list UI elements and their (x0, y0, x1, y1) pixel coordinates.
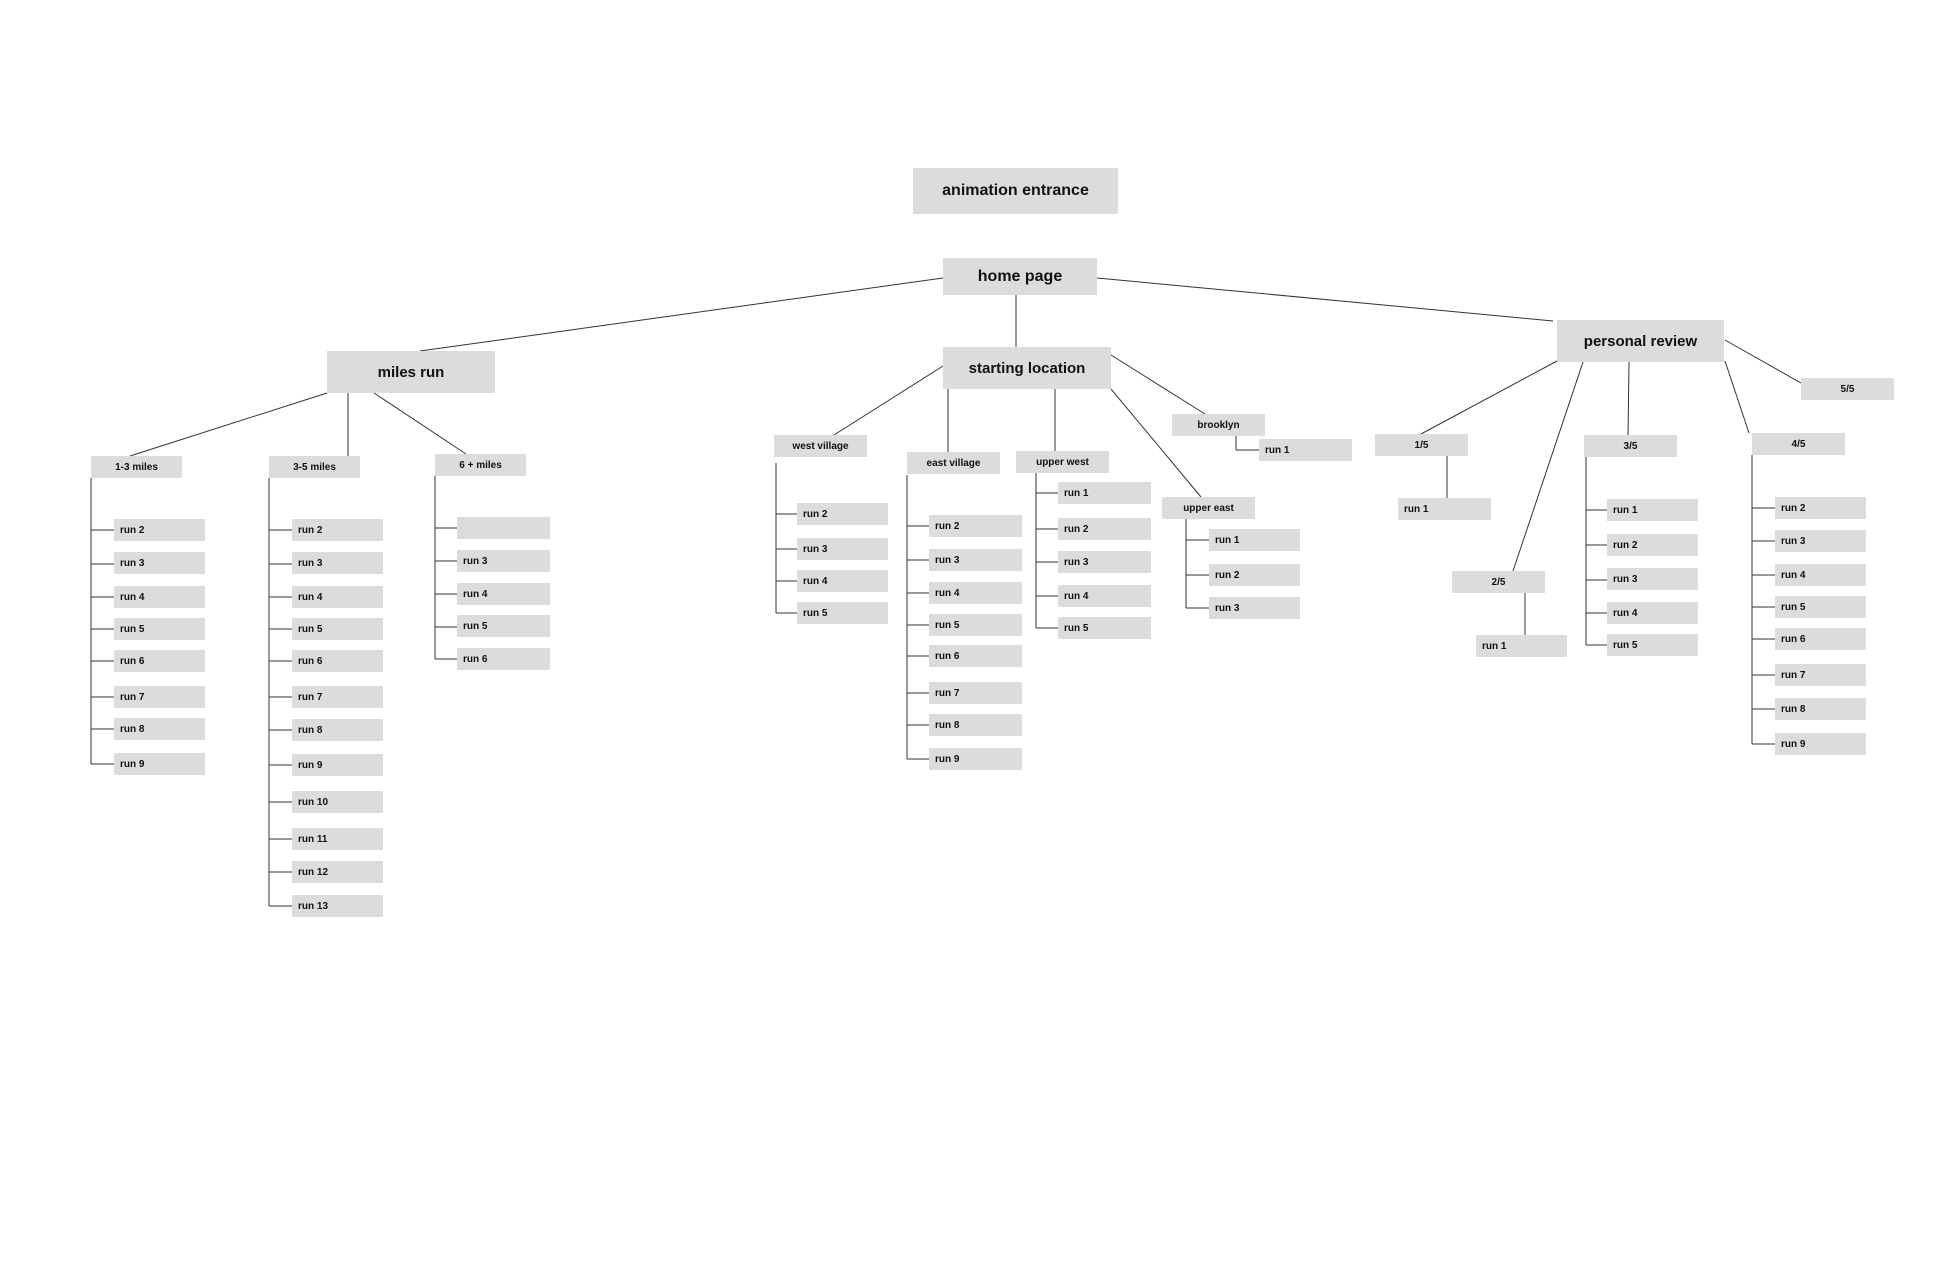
node-personal-review: personal review (1557, 320, 1724, 362)
node-starting-location: starting location (943, 347, 1111, 389)
run-box: run 8 (292, 719, 383, 741)
run-box: run 4 (457, 583, 550, 605)
run-box: run 3 (1607, 568, 1698, 590)
run-box: run 12 (292, 861, 383, 883)
run-box: run 7 (929, 682, 1022, 704)
category-west-village: west village (774, 435, 867, 457)
run-box: run 9 (1775, 733, 1866, 755)
run-box: run 2 (1607, 534, 1698, 556)
category-brooklyn: brooklyn (1172, 414, 1265, 436)
run-box: run 3 (457, 550, 550, 572)
category-r1-5: 1/5 (1375, 434, 1468, 456)
category-miles-3-5: 3-5 miles (269, 456, 360, 478)
connector-line (1096, 277, 1554, 322)
run-box: run 4 (929, 582, 1022, 604)
run-box: run 10 (292, 791, 383, 813)
run-box: run 4 (292, 586, 383, 608)
connector-line (1627, 361, 1630, 436)
category-upper-west: upper west (1016, 451, 1109, 473)
run-box: run 5 (929, 614, 1022, 636)
connector-line (1724, 339, 1802, 384)
node-home-page: home page (943, 258, 1097, 295)
run-box: run 2 (1775, 497, 1866, 519)
run-box: run 3 (797, 538, 888, 560)
node-animation-entrance: animation entrance (913, 168, 1118, 214)
run-box: run 9 (292, 754, 383, 776)
category-upper-east: upper east (1162, 497, 1255, 519)
category-r3-5: 3/5 (1584, 435, 1677, 457)
run-box: run 5 (1607, 634, 1698, 656)
run-box: run 3 (1209, 597, 1300, 619)
run-box: run 7 (292, 686, 383, 708)
run-box: run 8 (1775, 698, 1866, 720)
run-box: run 2 (929, 515, 1022, 537)
run-box: run 9 (929, 748, 1022, 770)
category-miles-1-3: 1-3 miles (91, 456, 182, 478)
run-box: run 4 (1775, 564, 1866, 586)
run-box: run 1 (1398, 498, 1491, 520)
run-box: run 6 (929, 645, 1022, 667)
run-box: run 1 (1209, 529, 1300, 551)
run-box: run 8 (114, 718, 205, 740)
category-r2-5: 2/5 (1452, 571, 1545, 593)
run-box: run 6 (1775, 628, 1866, 650)
run-box: run 7 (114, 686, 205, 708)
run-box: run 3 (292, 552, 383, 574)
run-box: run 6 (292, 650, 383, 672)
run-box: run 1 (1476, 635, 1567, 657)
category-east-village: east village (907, 452, 1000, 474)
run-box: run 4 (1607, 602, 1698, 624)
run-box: run 2 (1209, 564, 1300, 586)
connector-line (419, 277, 944, 352)
run-box: run 1 (1607, 499, 1698, 521)
run-box: run 2 (1058, 518, 1151, 540)
run-box: run 6 (457, 648, 550, 670)
run-box: run 7 (1775, 664, 1866, 686)
run-box: run 6 (114, 650, 205, 672)
run-box: run 5 (292, 618, 383, 640)
run-box: run 2 (292, 519, 383, 541)
run-box: run 3 (1775, 530, 1866, 552)
run-box: run 3 (929, 549, 1022, 571)
connector-line (1724, 360, 1750, 434)
run-box: run 1 (1058, 482, 1151, 504)
category-r4-5: 4/5 (1752, 433, 1845, 455)
category-miles-6-plus: 6 + miles (435, 454, 526, 476)
connector-line (1512, 361, 1584, 572)
run-box: run 13 (292, 895, 383, 917)
run-box: run 9 (114, 753, 205, 775)
connector-line (1420, 360, 1558, 435)
connector-line (1110, 354, 1206, 415)
run-box: run 4 (114, 586, 205, 608)
run-box: run 3 (114, 552, 205, 574)
run-box: run 2 (114, 519, 205, 541)
run-box (457, 517, 550, 539)
run-box: run 5 (114, 618, 205, 640)
connector-line (373, 392, 467, 455)
run-box: run 2 (797, 503, 888, 525)
connector-line (833, 365, 944, 436)
run-box: run 11 (292, 828, 383, 850)
run-box: run 4 (1058, 585, 1151, 607)
connector-line (129, 392, 328, 457)
run-box: run 5 (797, 602, 888, 624)
run-box: run 8 (929, 714, 1022, 736)
run-box: run 3 (1058, 551, 1151, 573)
node-miles-run: miles run (327, 351, 495, 393)
category-r5-5: 5/5 (1801, 378, 1894, 400)
run-box: run 5 (1775, 596, 1866, 618)
run-box: run 4 (797, 570, 888, 592)
run-box: run 5 (1058, 617, 1151, 639)
run-box: run 1 (1259, 439, 1352, 461)
run-box: run 5 (457, 615, 550, 637)
connector-line (1110, 388, 1202, 498)
